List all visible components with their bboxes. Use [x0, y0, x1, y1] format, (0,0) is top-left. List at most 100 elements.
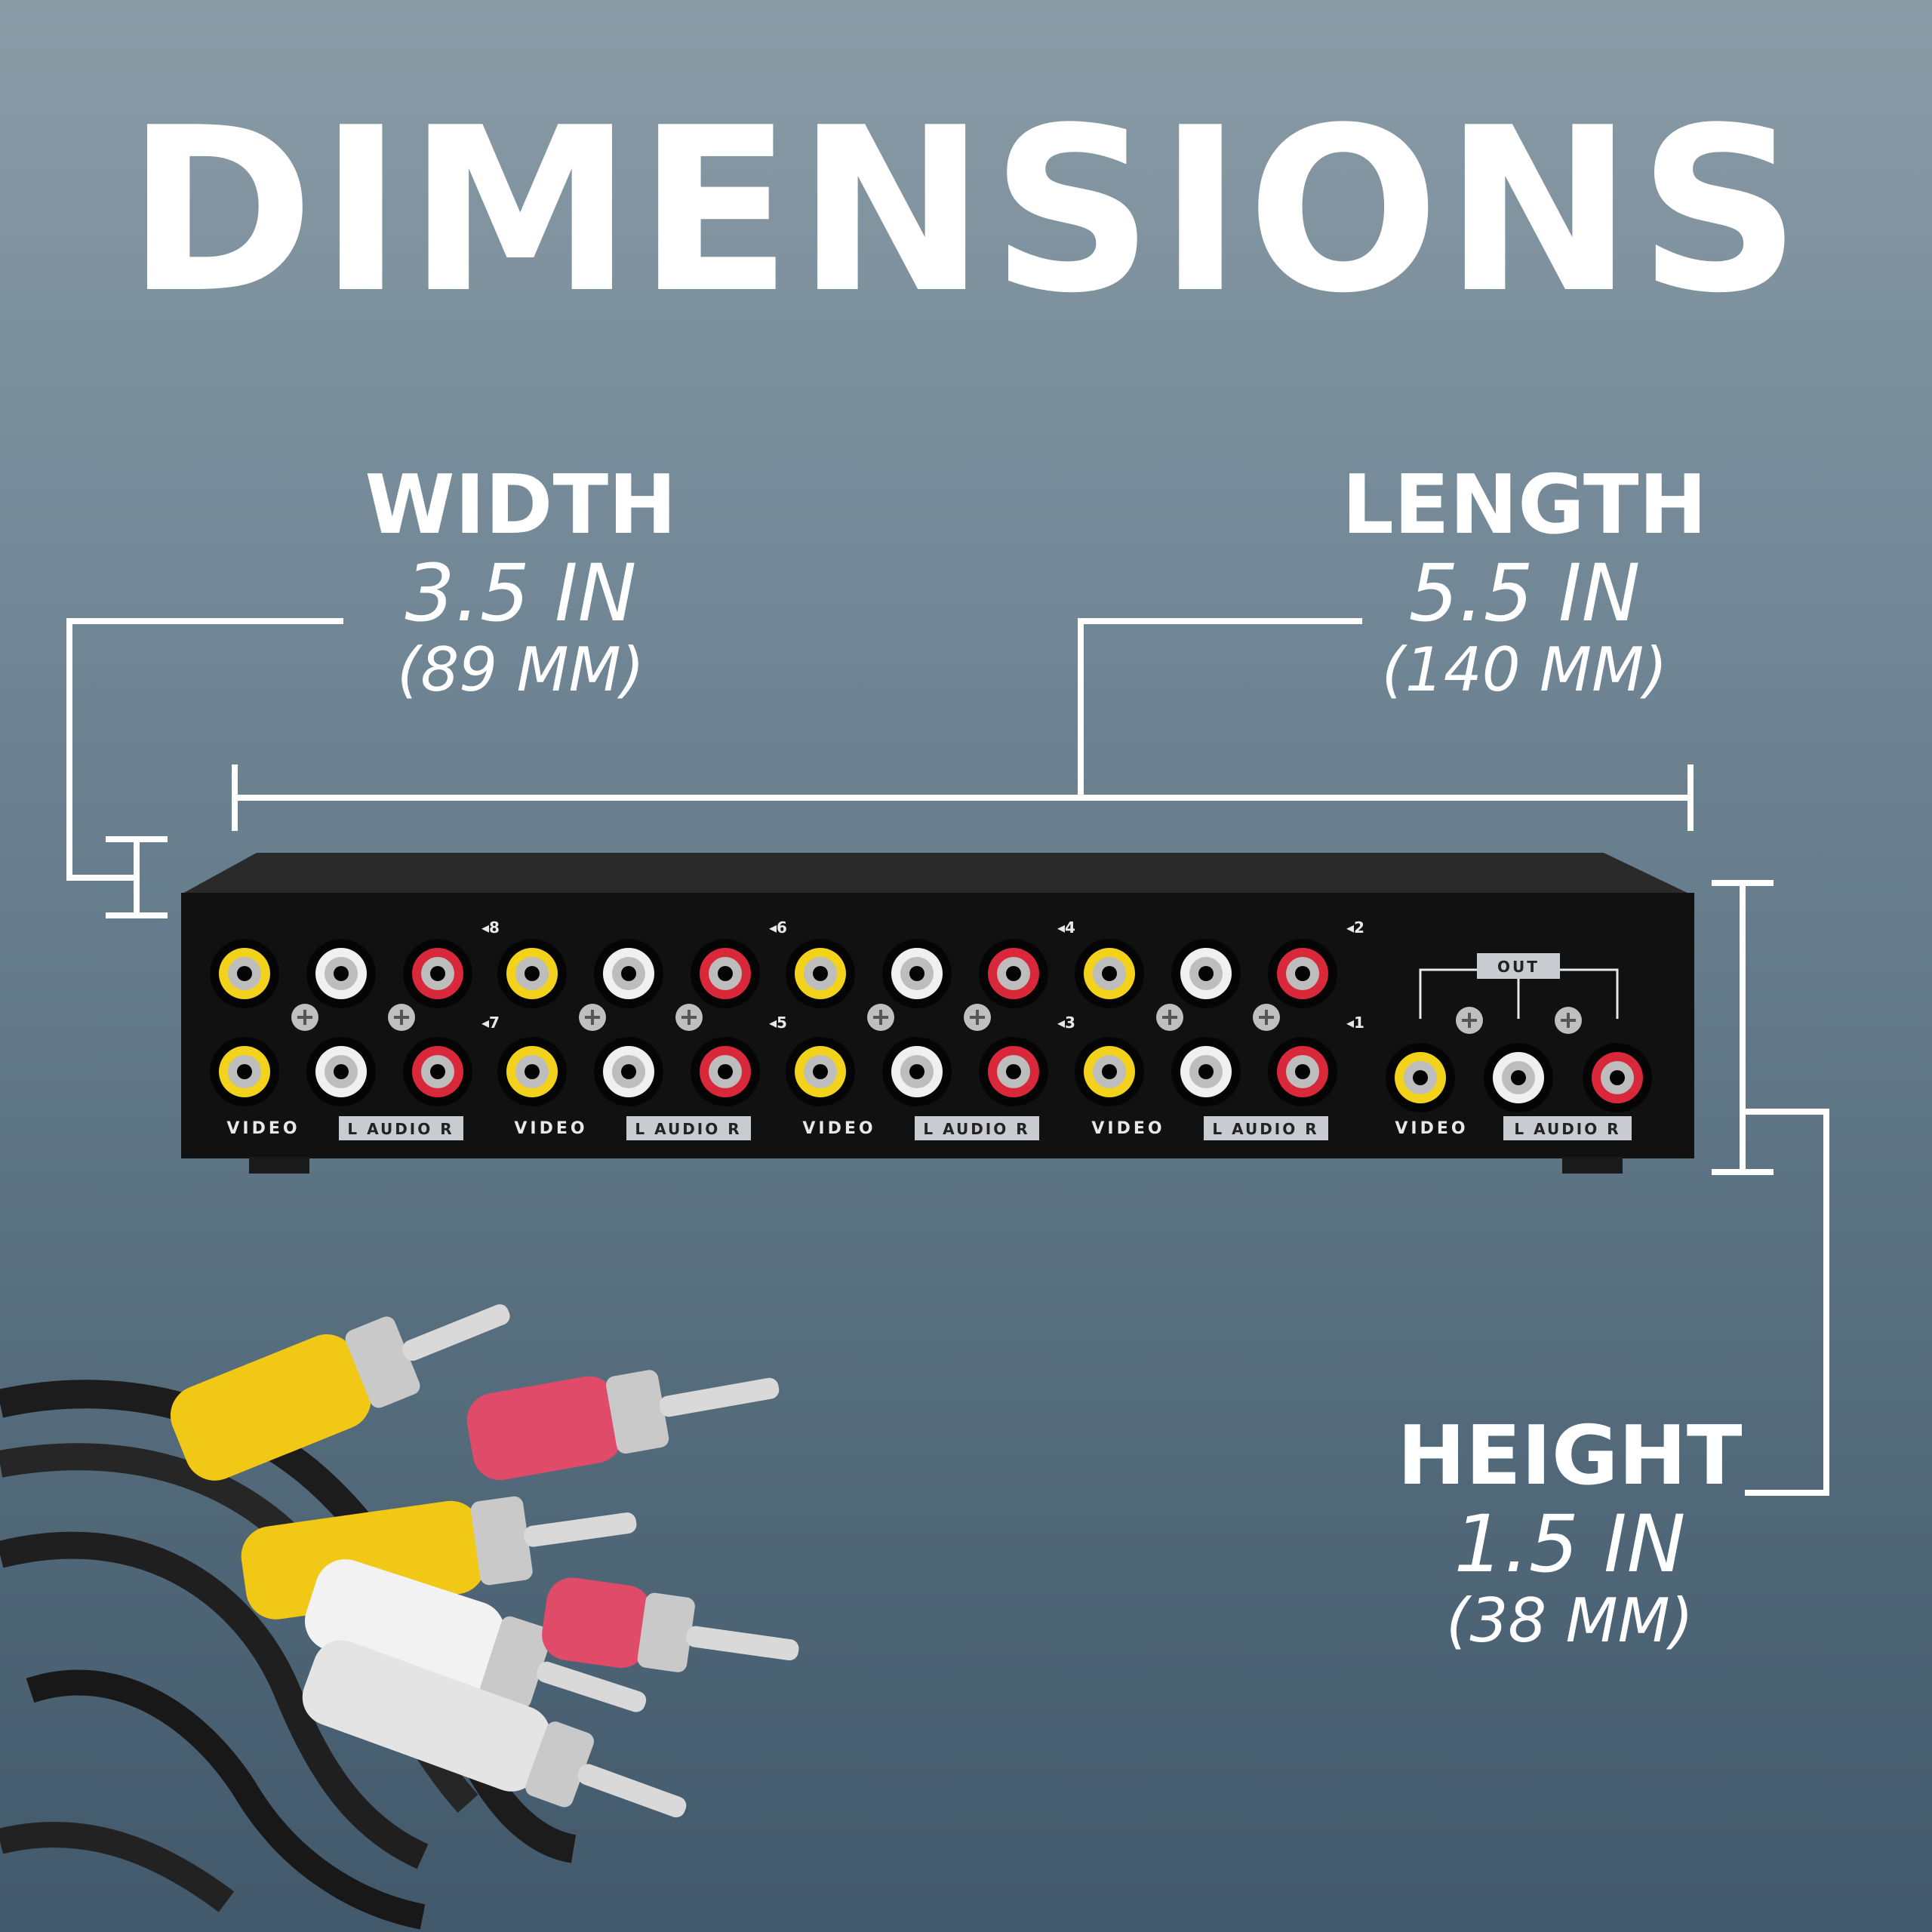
panel-screw — [867, 1004, 894, 1031]
plug-collar — [606, 1370, 669, 1454]
audio-label-badge — [1204, 1116, 1328, 1140]
white-rca-plug — [304, 1559, 647, 1712]
audio-left-jack — [306, 939, 376, 1008]
jack-hole — [621, 966, 636, 981]
length-callout: LENGTH 5.5 IN (140 MM) — [1313, 460, 1736, 705]
port-number-label: ◂2 — [1346, 918, 1364, 937]
jack-hole — [334, 966, 349, 981]
plug-pin — [524, 1512, 637, 1547]
port-number-label: ◂7 — [481, 1014, 500, 1032]
plug-boot — [302, 1640, 551, 1792]
panel-screws — [291, 1004, 1582, 1034]
jack-hole — [1102, 966, 1117, 981]
video-label: VIDEO — [802, 1119, 875, 1138]
jack-hole — [1006, 1064, 1021, 1079]
jack-hole — [334, 1064, 349, 1079]
video-jack — [210, 1037, 279, 1106]
audio-left-jack — [594, 939, 663, 1008]
out-video-label: VIDEO — [1395, 1119, 1468, 1138]
length-leader-line — [1078, 618, 1362, 798]
audio-left-jack — [1171, 1037, 1241, 1106]
height-leader-line — [1743, 1109, 1829, 1496]
plug-pin — [686, 1626, 799, 1661]
out-badge — [1477, 953, 1560, 979]
plug-pin — [537, 1661, 647, 1712]
jack-hole — [430, 966, 445, 981]
jack-hole — [525, 1064, 540, 1079]
port-number-label: ◂1 — [1346, 1014, 1364, 1032]
height-label: HEIGHT — [1397, 1409, 1743, 1503]
video-jack — [1075, 939, 1144, 1008]
rca-cable-bundle — [0, 1304, 799, 1930]
height-metric: (38 MM) — [1446, 1586, 1694, 1656]
length-label: LENGTH — [1342, 458, 1707, 552]
panel-screw — [1156, 1004, 1183, 1031]
plug-pin — [577, 1764, 687, 1818]
panel-screw — [1253, 1004, 1280, 1031]
port-number-label: ◂4 — [1057, 918, 1075, 937]
width-label: WIDTH — [365, 458, 677, 552]
plug-pin — [402, 1304, 510, 1361]
video-jack — [1075, 1037, 1144, 1106]
red-rca-plug — [542, 1577, 799, 1672]
jack-hole — [237, 1064, 252, 1079]
jack-hole — [1006, 966, 1021, 981]
panel-screw — [388, 1004, 415, 1031]
audio-left-jack — [882, 939, 952, 1008]
jack-hole — [430, 1064, 445, 1079]
port-number-label: ◂3 — [1057, 1014, 1075, 1032]
rca-jacks — [210, 939, 1652, 1112]
panel-screw — [964, 1004, 991, 1031]
audio-label: L AUDIO R — [635, 1120, 741, 1138]
out-audio-right-jack — [1583, 1043, 1652, 1112]
length-value: 5.5 IN — [1408, 547, 1641, 639]
jack-hole — [1511, 1070, 1526, 1085]
red-rca-plug — [466, 1370, 780, 1481]
audio-label: L AUDIO R — [347, 1120, 454, 1138]
audio-right-jack — [1268, 1037, 1337, 1106]
device-front-panel — [181, 893, 1694, 1158]
jack-hole — [525, 966, 540, 981]
height-value: 1.5 IN — [1454, 1498, 1686, 1590]
dimension-lines — [66, 618, 1829, 1496]
audio-right-jack — [979, 1037, 1048, 1106]
audio-right-jack — [1268, 939, 1337, 1008]
jack-hole — [909, 1064, 924, 1079]
video-jack — [497, 1037, 567, 1106]
jack-hole — [718, 1064, 733, 1079]
cable-wire — [0, 1822, 235, 1912]
jack-hole — [1198, 966, 1214, 981]
out-audio-label: L AUDIO R — [1514, 1120, 1620, 1138]
jack-hole — [813, 1064, 828, 1079]
panel-screw — [579, 1004, 606, 1031]
white-rca-plug — [302, 1640, 687, 1818]
audio-right-jack — [403, 1037, 472, 1106]
plug-collar — [480, 1616, 552, 1709]
audio-label-badge — [915, 1116, 1039, 1140]
audio-left-jack — [306, 1037, 376, 1106]
audio-label: L AUDIO R — [923, 1120, 1029, 1138]
plug-collar — [345, 1316, 420, 1408]
width-value: 3.5 IN — [405, 547, 637, 639]
video-jack — [210, 939, 279, 1008]
video-jack — [786, 1037, 855, 1106]
plug-boot — [466, 1376, 623, 1481]
plug-collar — [637, 1592, 695, 1672]
audio-right-jack — [691, 939, 760, 1008]
device-top-face — [181, 853, 1690, 894]
audio-left-jack — [882, 1037, 952, 1106]
length-metric: (140 MM) — [1381, 635, 1668, 705]
video-label: VIDEO — [514, 1119, 587, 1138]
panel-screw — [291, 1004, 318, 1031]
jack-hole — [718, 966, 733, 981]
video-label: VIDEO — [226, 1119, 300, 1138]
audio-left-jack — [594, 1037, 663, 1106]
out-label: OUT — [1497, 958, 1540, 976]
panel-screw — [675, 1004, 703, 1031]
jack-hole — [1610, 1070, 1625, 1085]
plug-collar — [525, 1721, 595, 1807]
audio-label-badge — [339, 1116, 463, 1140]
plug-pin — [659, 1377, 780, 1417]
height-callout: HEIGHT 1.5 IN (38 MM) — [1358, 1411, 1781, 1656]
